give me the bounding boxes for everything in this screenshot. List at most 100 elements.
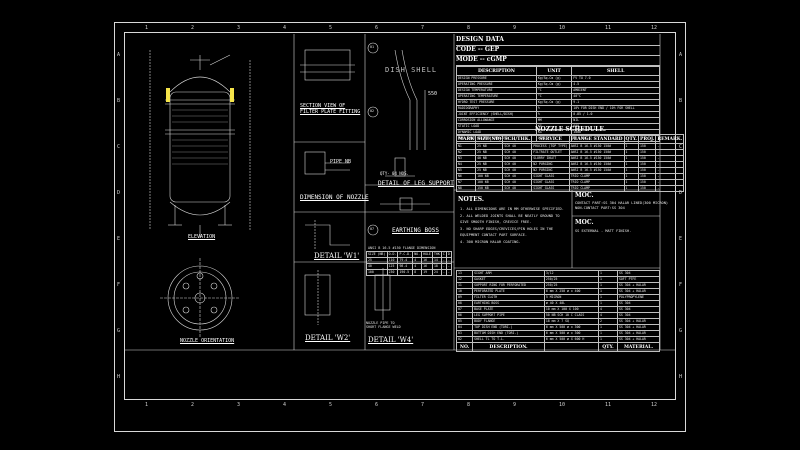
- column-header: SCH/THK.: [502, 134, 533, 144]
- grid-column-label: 2: [191, 25, 195, 31]
- column-header: NO.: [455, 342, 474, 352]
- grid-column-label: 12: [651, 25, 658, 31]
- table-cell: 150 NB: [475, 185, 504, 192]
- side-nozzle: [209, 54, 231, 66]
- column-header: PROJ.: [637, 134, 657, 144]
- drawing-border-outer: [114, 22, 686, 432]
- nozzle-hole: [196, 272, 204, 280]
- callout-07: 07: [370, 227, 375, 231]
- design-code: CODE -- GEP: [456, 46, 660, 56]
- grid-row-label: F: [117, 282, 121, 288]
- vessel-shell: [169, 91, 231, 203]
- column-header: QTY.: [623, 134, 640, 144]
- callout-circle: [367, 42, 379, 54]
- table-cell: 1: [623, 185, 640, 192]
- table-cell: -: [655, 185, 685, 192]
- note-item: EQUIPMENT CONTACT PART SURFACE.: [460, 233, 528, 238]
- grid-column-label: 12: [651, 402, 658, 408]
- grid-column-label: 4: [283, 402, 287, 408]
- design-mode: MODE -- cGMP: [456, 56, 660, 66]
- table-cell: 190.5: [397, 269, 414, 276]
- table-cell: 24: [432, 269, 442, 276]
- grid-column-label: 9: [513, 25, 517, 31]
- nozzle-note-2: SHORT FLANGE WELD: [366, 325, 401, 329]
- grid-row-label: E: [117, 236, 121, 242]
- design-data-block: DESIGN DATA CODE -- GEP MODE -- cGMP DES…: [456, 36, 660, 142]
- grid-column-label: 10: [559, 25, 566, 31]
- grid-column-label: 2: [191, 402, 195, 408]
- grid-column-label: 6: [375, 25, 379, 31]
- shell-profile: [394, 49, 411, 150]
- nozzle-hole: [210, 282, 218, 290]
- column-header: SHELL: [571, 66, 660, 76]
- drawing-border-inner: [124, 32, 676, 400]
- grid-column-label: 6: [375, 402, 379, 408]
- table-header-row: NO.DESCRIPTION.QTY.MATERIAL.: [455, 342, 661, 352]
- detail-w1-title: DETAIL 'W1': [314, 252, 360, 260]
- detail-w4-box: [374, 274, 391, 311]
- note-item: GIVE SMOOTH FINISH, CREVICE FREE.: [460, 220, 532, 225]
- elevation-title: ELEVATION: [188, 234, 216, 240]
- sight-glass-markers: [166, 88, 234, 102]
- column-header: FLANGE STANDARD: [568, 134, 625, 144]
- nozzle-dim-box: [304, 151, 326, 175]
- vessel-bottom-dish: [169, 201, 231, 216]
- column-header: P.C.D.: [397, 251, 414, 258]
- note-item: 4. 300 MICRON HALAR COATING.: [460, 239, 521, 244]
- grid-column-label: 4: [283, 25, 287, 31]
- flange-dimension-title: ANSI B 16.5 #150 FLANGE DIMENSION: [368, 246, 436, 250]
- column-header: SERVICE: [531, 134, 570, 144]
- callout-01: 01: [370, 45, 375, 49]
- nozzle-hole: [194, 292, 206, 304]
- notes-title: NOTES.: [458, 196, 484, 203]
- table-cell: SCH 40: [502, 185, 533, 192]
- moc-text-1b: NON-CONTACT PART:SS 304: [575, 206, 625, 210]
- grid-column-label: 9: [513, 402, 517, 408]
- moc-title-1: MOC.: [575, 192, 594, 199]
- grid-column-label: 8: [467, 25, 471, 31]
- grid-column-label: 7: [421, 402, 425, 408]
- pipe-nb-label: PIPE NB: [330, 159, 352, 165]
- grid-column-label: 10: [559, 402, 566, 408]
- grid-row-label: D: [679, 190, 683, 196]
- table-cell: 230: [386, 269, 399, 276]
- table-cell: N8: [455, 185, 477, 192]
- table-cell: 8: [412, 269, 423, 276]
- detail-w2-title: DETAIL 'W2': [305, 334, 351, 342]
- note-item: 1. ALL DIMENSIONS ARE IN MM OTHERWISE SP…: [460, 207, 564, 211]
- grid-row-label: F: [679, 282, 683, 288]
- section-view-title-2: FILTER PLATE FITTING: [300, 109, 361, 115]
- grid-row-label: A: [117, 52, 121, 58]
- section-view-title-1: SECTION VIEW OF: [300, 103, 346, 109]
- grid-row-label: E: [679, 236, 683, 242]
- grid-column-label: 3: [237, 402, 241, 408]
- leg-support-title: DETAIL OF LEG SUPPORT: [378, 180, 454, 187]
- grid-column-label: 8: [467, 402, 471, 408]
- table-cell: 19: [421, 269, 434, 276]
- shell-profile: [401, 49, 418, 150]
- qty-nos-label: QTY- 04 NOS.: [380, 171, 409, 176]
- grid-row-label: G: [117, 328, 121, 334]
- column-header: QTY.: [598, 342, 618, 352]
- callout-02: 02: [370, 109, 375, 113]
- vessel-top-dish: [169, 76, 231, 93]
- grid-column-label: 3: [237, 25, 241, 31]
- dimension-550-label: 550: [428, 91, 438, 97]
- grid-row-label: D: [117, 190, 121, 196]
- table-cell: PROCESS (TOP TYPE): [531, 143, 570, 150]
- cake-hatching: [172, 109, 228, 165]
- column-header: SIZE(NB): [475, 134, 504, 144]
- moc-text-2: SS EXTERNAL - MATT FINISH.: [575, 229, 632, 233]
- grid-row-label: C: [117, 144, 121, 150]
- nozzle-hole: [210, 306, 218, 314]
- table-cell: 100: [366, 269, 388, 276]
